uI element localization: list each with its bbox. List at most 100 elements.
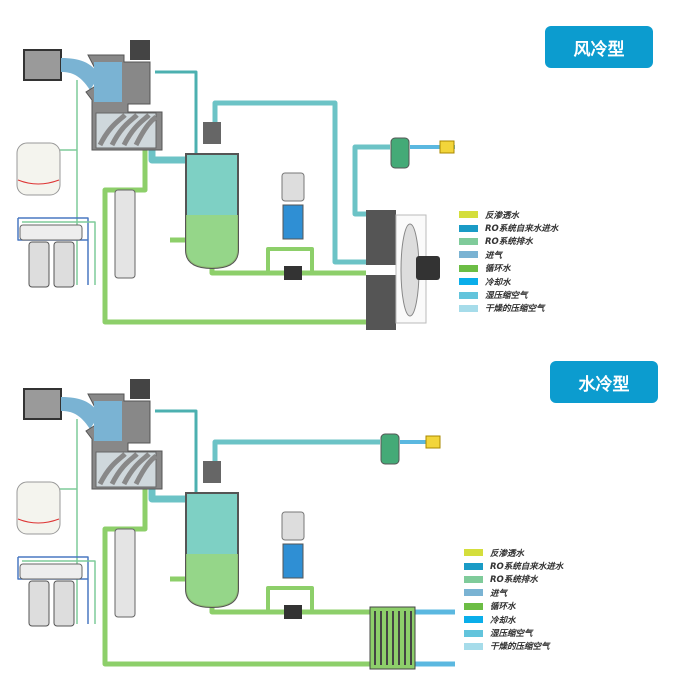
- ro-drain-line: [60, 419, 78, 624]
- legend-label: 干燥的压缩空气: [485, 304, 545, 315]
- legend-swatch: [464, 616, 483, 624]
- water-pre-filter: [114, 528, 136, 618]
- fan-motor: [416, 256, 440, 280]
- legend-swatch: [459, 278, 478, 286]
- ro-filter-2: [53, 580, 75, 627]
- ball-valve: [439, 140, 455, 154]
- legend-item: RO系统排水: [464, 573, 563, 586]
- circulating-water-return: [102, 150, 366, 325]
- minimum-pressure-valve: [203, 122, 221, 144]
- air-cooled-panel: 风冷型 反渗透水 RO系统自来水进水 RO系统排水 进气 循环水 冷却水 湿压缩…: [16, 26, 653, 330]
- circulating-water-bypass: [266, 247, 314, 273]
- legend-swatch: [464, 629, 483, 637]
- legend-item: 进气: [459, 248, 558, 261]
- control-air-pipe: [155, 409, 198, 499]
- legend-label: 循环水: [490, 602, 516, 613]
- water-cooled-diagram: [16, 379, 455, 670]
- intake-filter: [23, 49, 62, 81]
- air-cooled-badge: 风冷型: [545, 26, 653, 68]
- legend-label: 反渗透水: [485, 210, 520, 221]
- legend-item: RO系统自来水进水: [464, 559, 563, 572]
- legend-label: 冷却水: [490, 615, 516, 626]
- cooler-water-section: [366, 275, 396, 330]
- ro-drain-line: [60, 80, 78, 285]
- ball-valve: [425, 435, 441, 449]
- legend-item: 冷却水: [464, 613, 563, 626]
- air-cooled-diagram: [16, 40, 455, 330]
- water-cooled-badge: 水冷型: [550, 361, 658, 403]
- legend-item: 循环水: [459, 262, 558, 275]
- legend-swatch: [464, 549, 483, 557]
- circulating-water-bypass: [266, 586, 314, 612]
- legend-item: 干燥的压缩空气: [464, 640, 563, 653]
- legend-label: 进气: [485, 250, 503, 261]
- water-pre-filter: [114, 189, 136, 279]
- legend-swatch: [459, 264, 478, 272]
- solenoid-valve: [130, 40, 150, 60]
- pump-motor: [281, 511, 305, 541]
- minimum-pressure-valve: [203, 461, 221, 483]
- legend-swatch: [464, 602, 483, 610]
- pump-body: [282, 543, 304, 579]
- legend-swatch: [459, 224, 478, 232]
- ro-membrane-housing: [19, 224, 83, 241]
- legend-label: RO系统排水: [490, 575, 538, 586]
- legend-swatch: [464, 562, 483, 570]
- air-filter: [390, 137, 410, 169]
- legend-label: RO系统排水: [485, 237, 533, 248]
- legend-swatch: [459, 237, 478, 245]
- legend-label: 湿压缩空气: [485, 291, 528, 302]
- legend-item: 进气: [464, 586, 563, 599]
- wet-air-pipe-2: [148, 486, 190, 503]
- water-cooled-legend: 反渗透水 RO系统自来水进水 RO系统排水 进气 循环水 冷却水 湿压缩空气 干…: [464, 546, 563, 653]
- legend-item: 反渗透水: [464, 546, 563, 559]
- intake-duct: [61, 58, 100, 90]
- legend-item: 湿压缩空气: [464, 626, 563, 639]
- legend-item: 反渗透水: [459, 208, 558, 221]
- legend-label: RO系统自来水进水: [485, 224, 559, 235]
- ro-membrane-housing: [19, 563, 83, 580]
- legend-label: RO系统自来水进水: [490, 562, 564, 573]
- air-filter: [380, 433, 400, 465]
- return-air-pipe: [352, 144, 390, 217]
- legend-item: 循环水: [464, 600, 563, 613]
- ro-filter-1: [28, 241, 50, 288]
- legend-swatch: [459, 304, 478, 312]
- ro-filter-1: [28, 580, 50, 627]
- legend-label: 循环水: [485, 264, 511, 275]
- legend-swatch: [464, 589, 483, 597]
- check-valve: [284, 266, 302, 280]
- wet-air-pipe-2: [148, 147, 190, 164]
- ro-drain-line-2: [22, 560, 96, 624]
- ro-drain-line-2: [22, 221, 96, 285]
- pump-body: [282, 204, 304, 240]
- legend-swatch: [459, 251, 478, 259]
- legend-swatch: [464, 642, 483, 650]
- water-cooled-panel: 水冷型 反渗透水 RO系统自来水进水 RO系统排水 进气 循环水 冷却水 湿压缩…: [0, 339, 696, 678]
- wet-air-pipe: [212, 100, 366, 265]
- legend-label: 冷却水: [485, 277, 511, 288]
- legend-item: 湿压缩空气: [459, 288, 558, 301]
- intake-filter: [23, 388, 62, 420]
- legend-label: 进气: [490, 588, 508, 599]
- air-cooled-legend: 反渗透水 RO系统自来水进水 RO系统排水 进气 循环水 冷却水 湿压缩空气 干…: [459, 208, 558, 315]
- legend-swatch: [459, 211, 478, 219]
- legend-swatch: [464, 575, 483, 583]
- ro-pressure-tank: [16, 142, 61, 196]
- legend-item: 冷却水: [459, 275, 558, 288]
- ro-filter-2: [53, 241, 75, 288]
- pump-motor: [281, 172, 305, 202]
- circulating-water-return: [102, 489, 370, 667]
- legend-item: RO系统自来水进水: [459, 221, 558, 234]
- ro-pressure-tank: [16, 481, 61, 535]
- check-valve: [284, 605, 302, 619]
- wet-air-pipe: [212, 439, 380, 463]
- intake-duct: [61, 397, 100, 429]
- control-air-pipe: [155, 70, 198, 160]
- solenoid-valve: [130, 379, 150, 399]
- cooler-air-section: [366, 210, 396, 265]
- legend-label: 湿压缩空气: [490, 629, 533, 640]
- legend-item: 干燥的压缩空气: [459, 302, 558, 315]
- legend-label: 干燥的压缩空气: [490, 642, 550, 653]
- legend-swatch: [459, 291, 478, 299]
